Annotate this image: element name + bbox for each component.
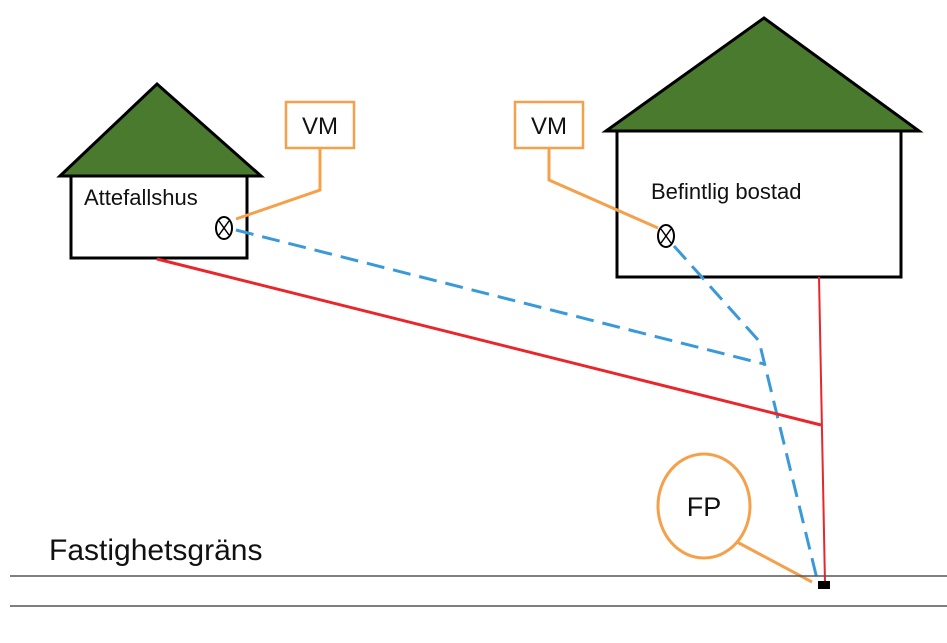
large-house-vm-callout: VM — [513, 100, 659, 230]
small-house-vm-box — [284, 100, 356, 150]
sewer-line-small-house — [156, 257, 822, 427]
large-house-meter-icon — [657, 224, 675, 248]
connection-point-marker — [818, 581, 830, 589]
large-house: Befintlig bostad — [601, 16, 924, 279]
large-house-vm-label: VM — [531, 113, 567, 140]
small-house-label: Attefallshus — [84, 185, 198, 210]
fp-circle — [656, 452, 752, 560]
small-house-vm-leader — [235, 148, 322, 221]
small-house-meter-icon — [215, 216, 233, 240]
large-house-vm-leader — [547, 148, 659, 230]
large-house-vm-box — [513, 100, 585, 150]
large-house-label: Befintlig bostad — [651, 179, 801, 204]
small-house-vm-callout: VM — [235, 100, 356, 221]
fp-callout: FP — [656, 452, 813, 584]
small-house-roof — [56, 81, 265, 178]
large-house-body — [615, 129, 903, 279]
small-house-vm-label: VM — [302, 113, 338, 140]
property-border: Fastighetsgräns — [10, 534, 947, 607]
fp-label: FP — [687, 492, 722, 522]
large-house-roof — [601, 16, 924, 133]
property-border-label: Fastighetsgräns — [49, 534, 262, 567]
sewer-line-large-house — [818, 276, 826, 585]
small-house: Attefallshus — [56, 81, 265, 260]
water-line-small-house — [235, 228, 765, 366]
water-line-large-house — [672, 244, 820, 584]
small-house-body — [69, 174, 249, 260]
